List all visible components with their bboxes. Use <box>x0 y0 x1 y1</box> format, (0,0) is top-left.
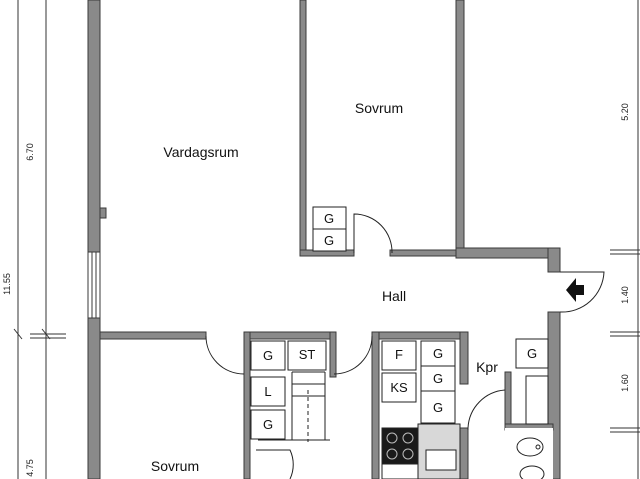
fixture-label-l: L <box>264 384 271 399</box>
bottom-closet-right-wall <box>329 331 337 378</box>
door-bedroom-top <box>353 213 393 254</box>
fixture-label-g-top-2: G <box>324 233 334 248</box>
closet-g-bottom-2 <box>250 409 286 440</box>
burner-4 <box>402 448 414 460</box>
kitchen-left-wall <box>371 331 380 479</box>
bath-inner-wall <box>459 427 469 479</box>
stove <box>381 427 419 479</box>
dimension-label-right-upper: 5.20 <box>620 103 630 121</box>
bottom-closet-left-wall <box>243 331 251 479</box>
closet-g-bottom-1 <box>250 340 286 371</box>
toilet <box>519 465 545 479</box>
dimension-label-right-lower: 1.60 <box>620 374 630 392</box>
dimension-label-left-total: 11.55 <box>2 273 12 295</box>
upper-right-wall <box>455 247 559 259</box>
hall-bottom-wall-left <box>99 331 207 340</box>
closet-ks <box>381 372 417 403</box>
right-exterior-wall-top <box>547 247 561 273</box>
room-label-sovrum-top: Sovrum <box>355 100 403 116</box>
fixture-label-g-bottom-1: G <box>263 348 273 363</box>
bedroom-top-left-wall <box>299 0 307 257</box>
left-window <box>87 251 101 319</box>
left-exterior-wall-upper <box>87 0 101 253</box>
fixture-label-g-k2: G <box>433 371 443 386</box>
kitchen-sink <box>425 449 457 471</box>
room-label-vardagsrum: Vardagsrum <box>163 144 238 160</box>
closet-g-top-2 <box>312 228 347 252</box>
burner-2 <box>402 432 414 444</box>
dimension-label-right-mid: 1.40 <box>620 286 630 304</box>
closet-stack <box>258 371 330 442</box>
bedroom-top-bottom-wall-right <box>389 249 463 257</box>
kpr-inner-wall <box>504 371 512 429</box>
bedroom-top-right-wall <box>455 0 465 257</box>
door-bedroom-bottom <box>205 335 245 375</box>
fixture-label-g-bottom-2: G <box>263 417 273 432</box>
closet-g-k2 <box>420 365 456 392</box>
fixture-label-ks: KS <box>390 380 408 395</box>
dimension-label-left-upper: 6.70 <box>25 143 35 161</box>
door-entrance <box>559 271 605 313</box>
entrance-arrow-icon <box>566 278 584 302</box>
closet-g-kpr <box>515 338 549 369</box>
fixture-label-st: ST <box>299 347 316 362</box>
room-label-sovrum-bottom: Sovrum <box>151 458 199 474</box>
closet-st <box>287 340 327 371</box>
kpr-shelf <box>525 375 549 425</box>
oven-front <box>381 463 419 479</box>
dimension-lines-right <box>610 0 640 479</box>
door-lower-closet <box>256 449 294 479</box>
washbasin <box>516 437 544 457</box>
kitchen-right-wall <box>459 331 469 385</box>
left-exterior-wall-lower <box>87 317 101 479</box>
closet-g-k3 <box>420 390 456 424</box>
room-label-hall: Hall <box>382 288 406 304</box>
hall-bottom-wall-mid <box>243 331 335 340</box>
closet-f <box>381 340 417 371</box>
burner-1 <box>386 432 398 444</box>
hall-bottom-wall-right <box>371 331 469 340</box>
fixture-label-g-top-1: G <box>324 211 334 226</box>
door-closet-hall <box>333 335 373 375</box>
fixture-label-g-k3: G <box>433 400 443 415</box>
washbasin-drain <box>535 444 541 450</box>
stove-top <box>381 427 419 465</box>
dimension-label-left-lower: 4.75 <box>25 459 35 477</box>
kitchen-counter <box>417 423 461 479</box>
dimension-lines-left <box>13 0 66 479</box>
bathroom <box>505 428 553 479</box>
doors <box>205 213 605 479</box>
door-kpr <box>467 389 506 430</box>
left-wall-bump <box>99 207 107 219</box>
closets <box>250 206 549 440</box>
room-label-kpr: Kpr <box>476 359 498 375</box>
fixture-label-f: F <box>395 347 403 362</box>
fixture-label-g-kpr: G <box>527 346 537 361</box>
closet-l <box>250 376 286 407</box>
fixture-label-g-k1: G <box>433 346 443 361</box>
burner-3 <box>386 448 398 460</box>
closet-g-k1 <box>420 340 456 367</box>
